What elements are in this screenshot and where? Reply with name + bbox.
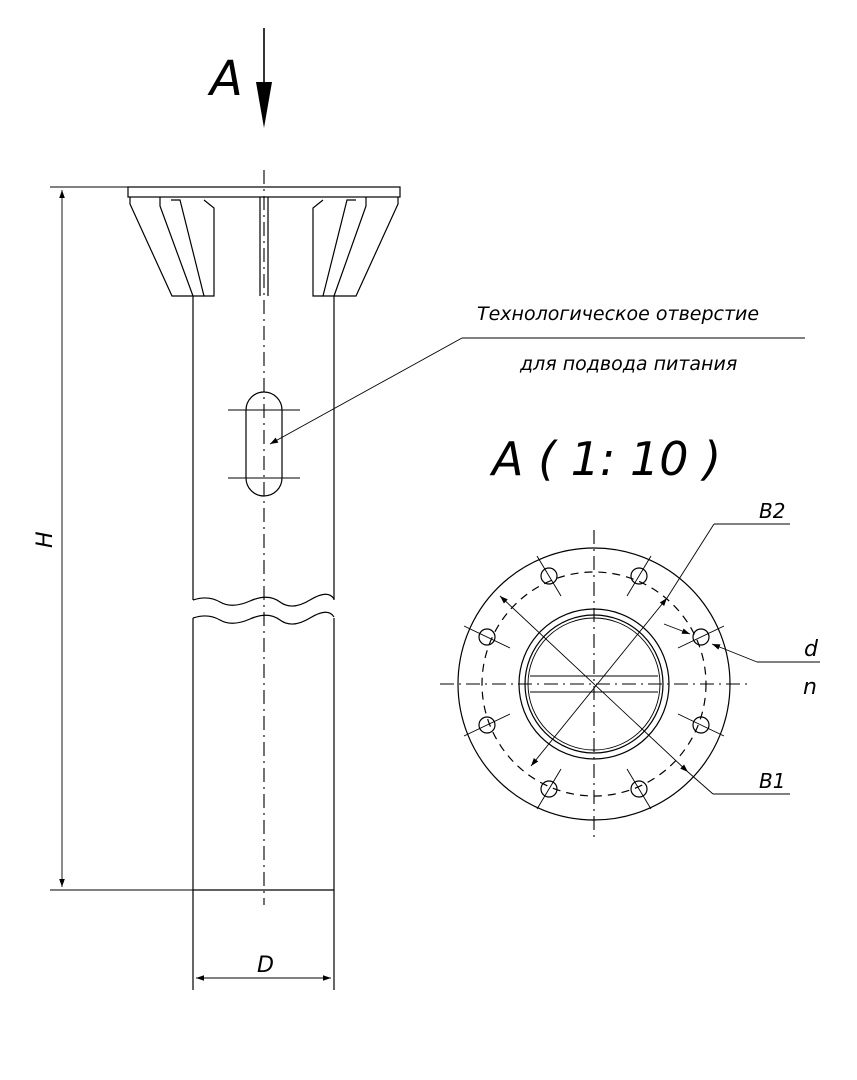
height-label: H xyxy=(33,531,58,548)
b2-leader xyxy=(666,523,790,599)
view-direction-arrow xyxy=(256,28,272,128)
height-dimension xyxy=(50,186,193,891)
flange-view-a xyxy=(440,530,748,838)
b1-label: B1 xyxy=(759,769,785,793)
hole-leader xyxy=(663,623,820,663)
view-a-title: A ( 1: 10 ) xyxy=(489,432,721,486)
pole-side-view xyxy=(127,170,401,990)
slot-note-line2: для подвода питания xyxy=(519,353,737,375)
bolt-holes xyxy=(463,555,725,810)
hole-count-label: n xyxy=(803,675,817,700)
hole-diameter-label: d xyxy=(804,637,819,662)
b2-label: B2 xyxy=(759,499,785,523)
slot-note-line1: Технологическое отверстие xyxy=(477,303,759,325)
diameter-label: D xyxy=(257,953,274,978)
view-marker-label: A xyxy=(207,51,243,107)
b1-leader xyxy=(687,771,790,795)
slot-leader xyxy=(269,337,805,445)
